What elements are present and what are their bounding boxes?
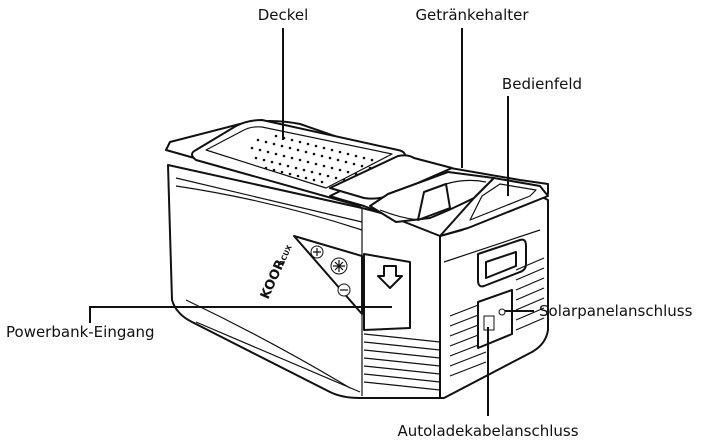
snowflake-icon [330,257,348,275]
button-1-icon [310,245,324,259]
usb-arrow-icon [377,265,403,289]
solar-socket [498,308,506,316]
label-lid: Deckel [258,6,309,24]
port-panel [477,289,513,349]
label-car-charger-port: Autoladekabelanschluss [397,422,578,440]
label-cup-holder: Getränkehalter [415,6,529,24]
cooler-box: KOOR ACUX [165,119,549,399]
lid-flap [329,154,453,200]
powerbank-leader [89,306,392,323]
front-vents [363,333,441,391]
control-panel [439,177,549,237]
label-powerbank-input: Powerbank-Eingang [6,323,155,341]
powerbank-input-panel [363,253,411,331]
label-control-panel: Bedienfeld [502,75,582,93]
button-2-icon [337,283,351,297]
lid-vent-dots [250,134,374,184]
callout-lines [89,28,534,416]
callout-labels: Deckel Getränkehalter Bedienfeld Solarpa… [6,6,693,440]
label-solar-port: Solarpanelanschluss [539,302,693,320]
